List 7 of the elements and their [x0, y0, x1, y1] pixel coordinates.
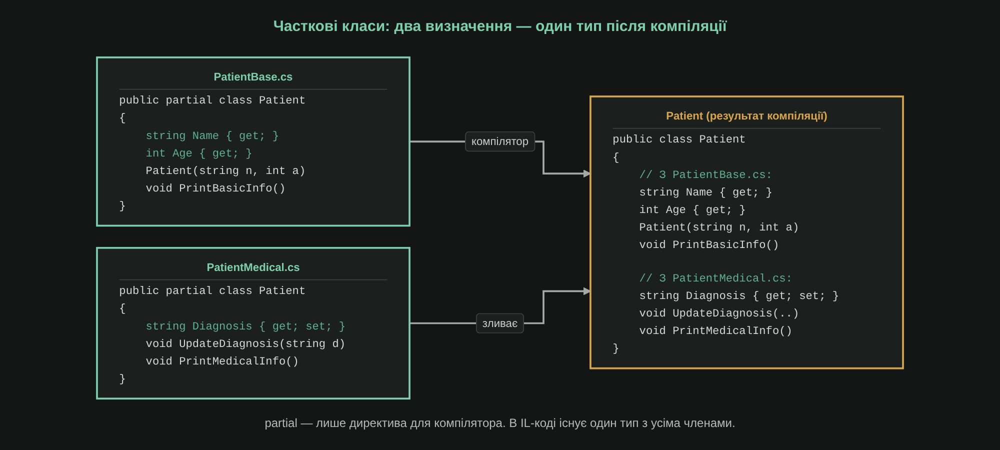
node-box: PatientBase.cs public partial class Patient { string Name { get; } int Age { get; } Patient(string n, int a) void PrintBasicInfo() }: [96, 56, 410, 227]
node-box: Patient (результат компіляції) public class Patient { // З PatientBase.cs: string Name { get; } int Age { get; } Patient(string n, int a) void PrintBasicInfo() // З PatientMedical.cs: string Diagnosis { get; set; } void UpdateDiagnosis(..) void PrintMedicalInfo() }: [590, 96, 904, 370]
edge-label: зливає: [482, 316, 518, 330]
node-box: PatientMedical.cs public partial class Patient { string Diagnosis { get; set; } void UpdateDiagnosis(string d) void PrintMedicalInfo() }: [96, 246, 410, 400]
caption: partial — лише директива для компілятора. В IL-коді існує один тип з усіма членами.: [264, 416, 736, 430]
edge-label: компілятор: [471, 135, 529, 148]
diagram-title: Часткові класи: два визначення — один тип після компіляції: [273, 18, 727, 35]
